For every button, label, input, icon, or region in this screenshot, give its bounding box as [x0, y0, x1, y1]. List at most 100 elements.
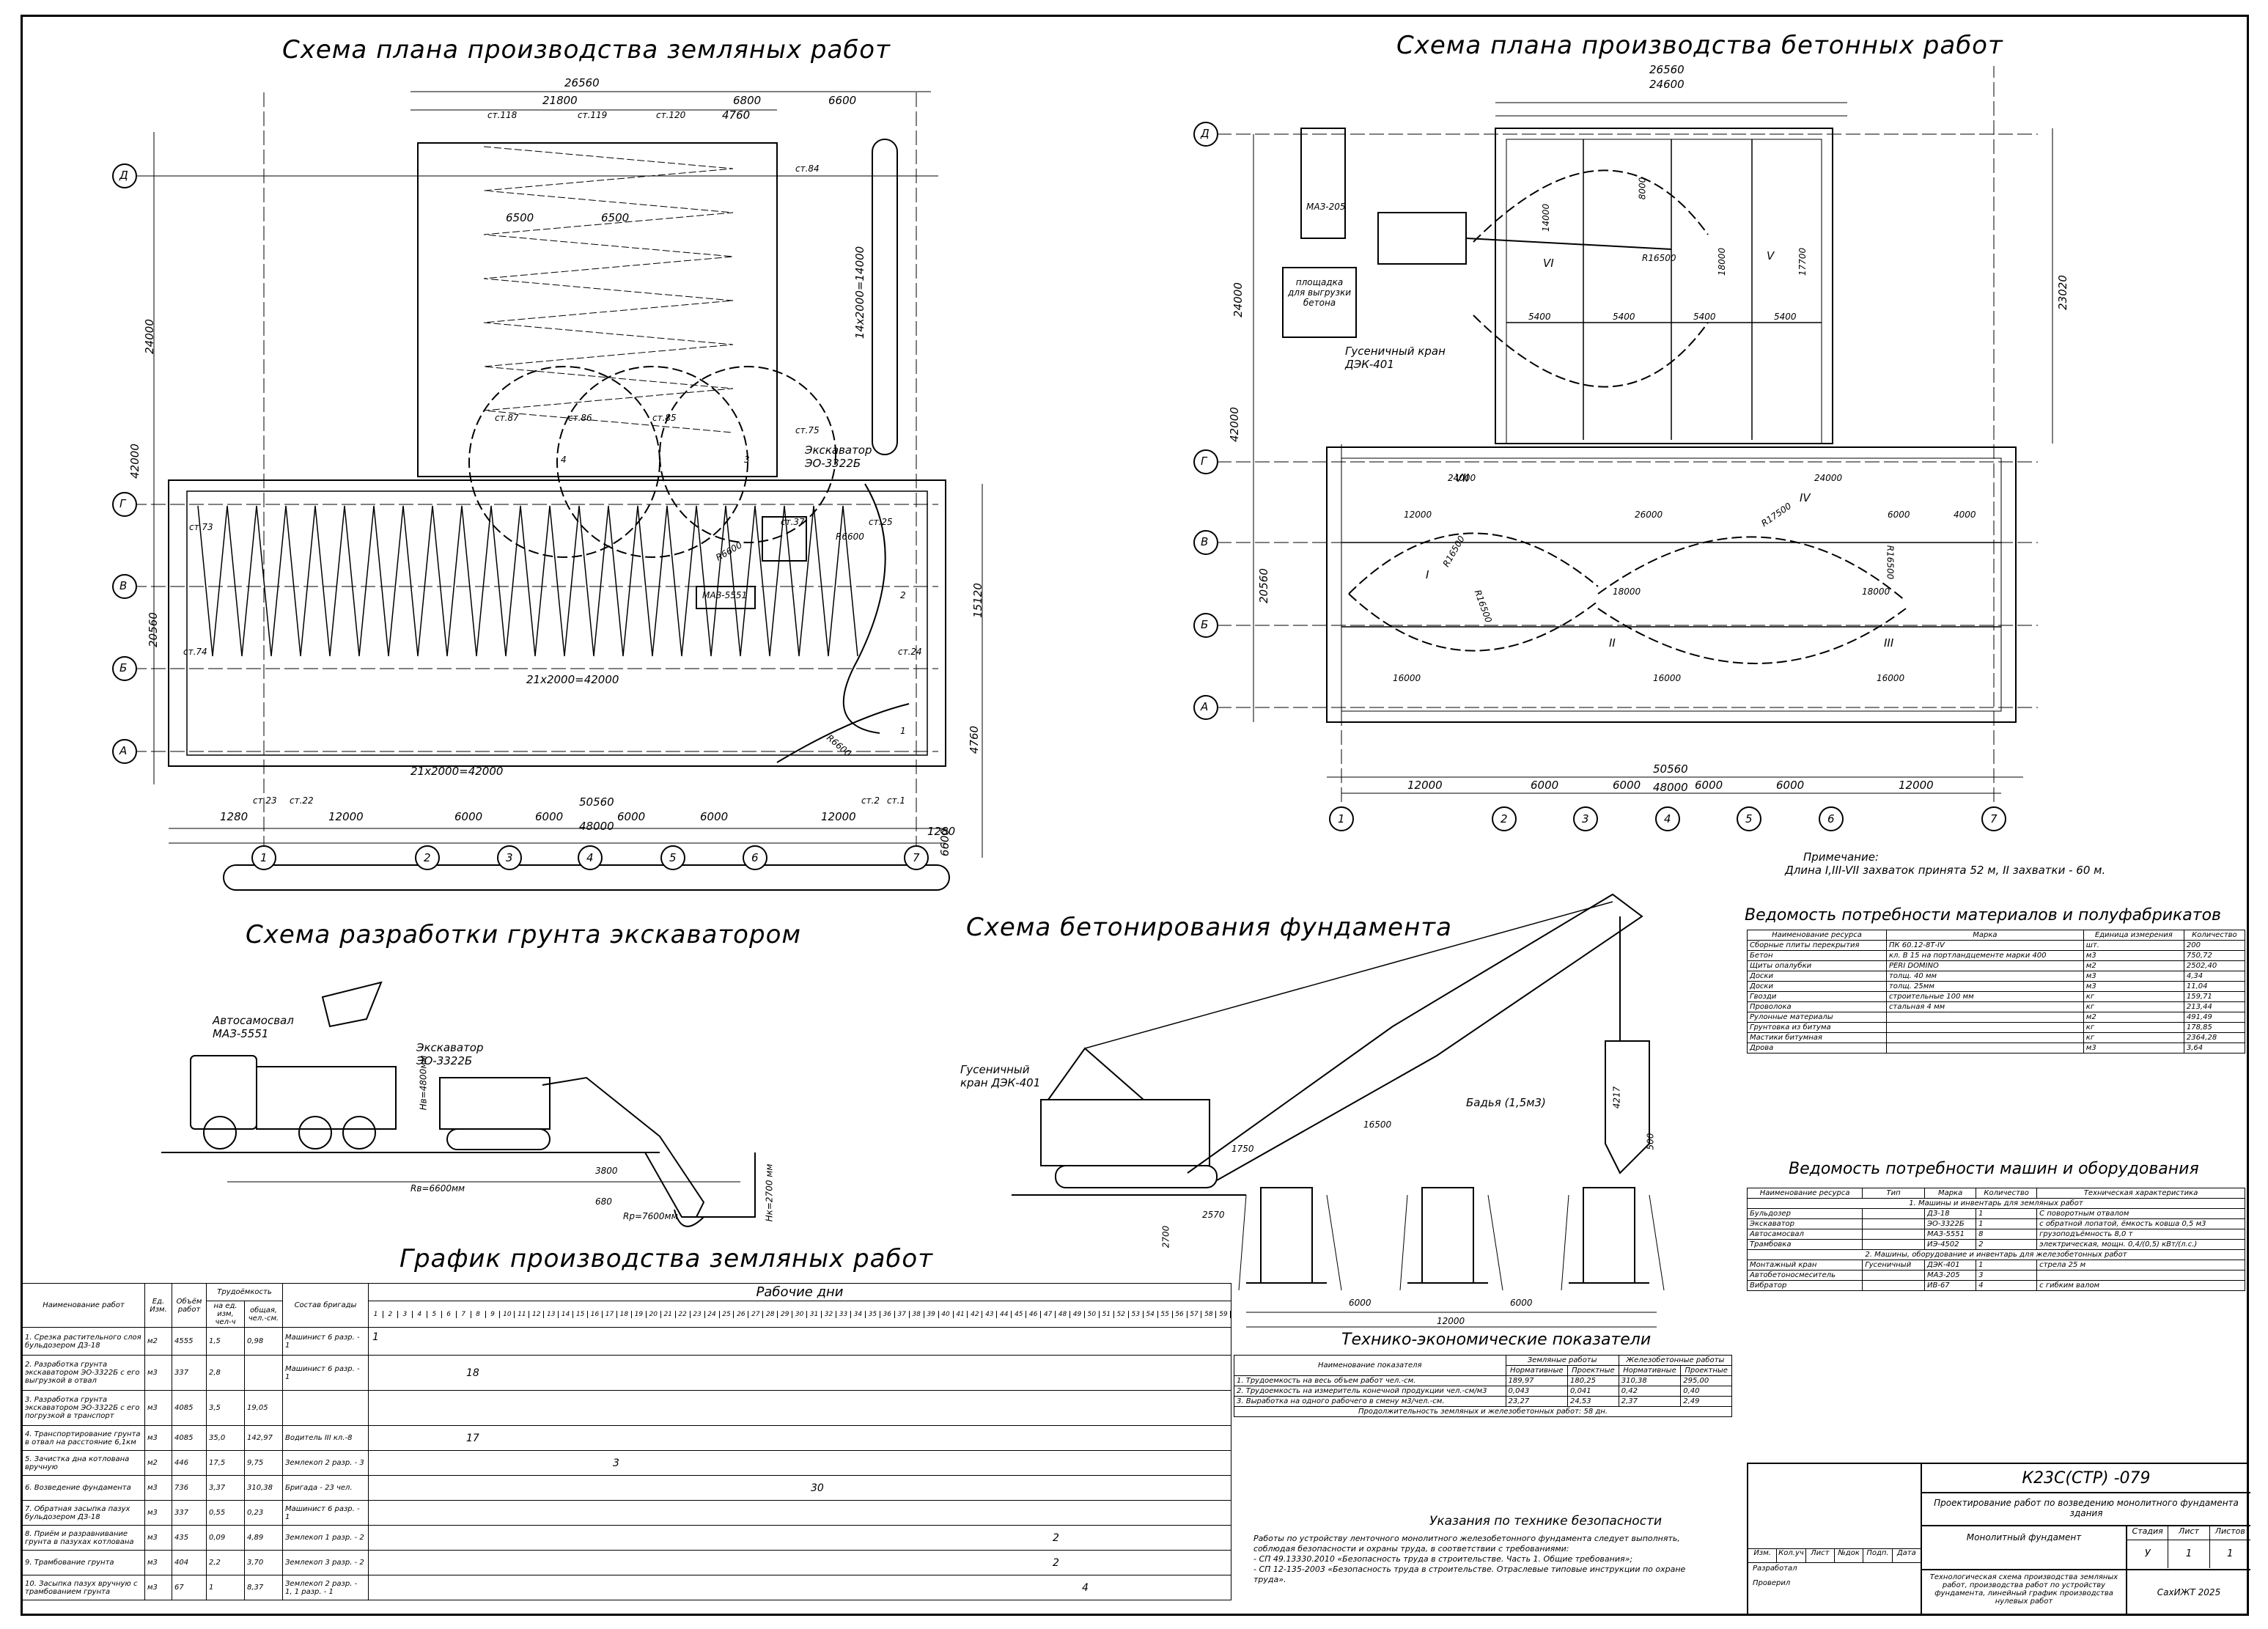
stamp-object: Монолитный фундамент [1921, 1526, 2126, 1570]
concreting-bucket-label: Бадья (1,5м3) [1466, 1096, 1546, 1109]
stamp-col: Лист [1806, 1549, 1835, 1562]
cell: 0,40 [1680, 1386, 1732, 1397]
earth-dim-26560: 26560 [564, 76, 600, 89]
cell: грузоподъёмность 8,0 т [2036, 1229, 2245, 1240]
concrete-inner-16000b: 16000 [1653, 673, 1682, 683]
cell: 7. Обратная засыпка пазух бульдозером ДЗ… [22, 1500, 145, 1526]
cell: Водитель III кл.-8 [282, 1425, 369, 1451]
day-number: 2 [383, 1310, 398, 1318]
cell: Машинист 6 разр. - 1 [282, 1500, 369, 1526]
day-number: 36 [880, 1310, 895, 1318]
gantt-bar-label: 2 [1053, 1531, 1059, 1544]
cell: электрическая, мощн. 0,4/(0,5) кВт/(л.с.… [2036, 1239, 2245, 1250]
cell: Вибратор [1746, 1280, 1863, 1291]
zone-vii: VII [1455, 471, 1470, 485]
earth-dim-21800: 21800 [542, 94, 578, 107]
tep-header-earth: Земляные работы [1505, 1355, 1619, 1366]
concrete-axis-7: 7 [1990, 812, 1998, 825]
station-87: ст.87 [495, 413, 519, 423]
gantt-cell: 4 [368, 1575, 1231, 1600]
cell: 23,27 [1505, 1396, 1569, 1407]
schedule-header-name: Наименование работ [22, 1283, 145, 1328]
day-number: 25 [720, 1310, 734, 1318]
cell: 1 [1976, 1218, 2038, 1229]
cell: 4,89 [244, 1525, 283, 1551]
cell: Автобетоносмеситель [1746, 1270, 1863, 1281]
cell: 2,2 [206, 1550, 245, 1575]
table-row: 1. Трудоемкость на весь объем работ чел.… [1234, 1375, 1732, 1386]
station-120: ст.120 [656, 110, 686, 120]
cell [1862, 1218, 1925, 1229]
cell: Доски [1747, 981, 1887, 992]
day-number: 17 [603, 1310, 617, 1318]
cell: м2 [144, 1327, 172, 1356]
excavator-dim-680: 680 [595, 1196, 612, 1207]
stamp-stage-header: Стадия [2127, 1526, 2169, 1540]
gantt-cell: 1 [368, 1327, 1231, 1356]
machines-header-mark: Марка [1923, 1188, 1977, 1199]
zone-iii: III [1884, 636, 1894, 650]
cell: Машинист 6 разр. - 1 [282, 1327, 369, 1356]
cell: 404 [172, 1550, 207, 1575]
day-number: 14 [559, 1310, 574, 1318]
zone-vi: VI [1543, 257, 1554, 270]
drawing-frame [21, 15, 2249, 1616]
day-number: 5 [427, 1310, 442, 1318]
day-number: 54 [1144, 1310, 1158, 1318]
day-number: 50 [1085, 1310, 1100, 1318]
concrete-inner-4000: 4000 [1954, 510, 1976, 520]
concrete-crane-label: Гусеничный кран ДЭК-401 [1345, 345, 1446, 371]
concrete-note-title: Примечание: [1803, 850, 1879, 864]
cell [1862, 1239, 1925, 1250]
safety-text: Работы по устройству ленточного монолитн… [1253, 1534, 1737, 1585]
day-number: 57 [1188, 1310, 1202, 1318]
day-number: 37 [895, 1310, 910, 1318]
tep-header-proj: Проектные [1567, 1365, 1619, 1376]
concrete-radius-5: R16500 [1885, 545, 1896, 580]
cell: Рулонные материалы [1747, 1012, 1887, 1023]
table-row: 2. Трудоемкость на измеритель конечной п… [1234, 1386, 1732, 1397]
concrete-inner-18000: 18000 [1717, 247, 1728, 276]
cell: 0,42 [1618, 1386, 1682, 1397]
cell: МАЗ-5551 [1923, 1229, 1977, 1240]
cell: шт. [2083, 940, 2184, 951]
day-number: 34 [851, 1310, 866, 1318]
cell: 0,041 [1567, 1386, 1619, 1397]
cell: 0,23 [244, 1500, 283, 1526]
materials-header-mark: Марка [1885, 930, 2084, 941]
earth-dim-48000: 48000 [579, 820, 614, 833]
cell: 3. Разработка грунта экскаватором ЭО-332… [22, 1390, 145, 1426]
cell: 3,5 [206, 1390, 245, 1426]
day-number: 19 [632, 1310, 647, 1318]
excavator-dim-hv: Нв=4800мм [418, 1055, 429, 1111]
cell: м3 [144, 1550, 172, 1575]
stamp-role-developer: Разработал [1753, 1564, 1797, 1573]
day-number: 53 [1129, 1310, 1144, 1318]
earth-axis-v: В [119, 579, 128, 592]
gantt-cell: 30 [368, 1475, 1231, 1501]
cell: Землекоп 2 разр. - 3 [282, 1450, 369, 1476]
concreting-dim-6000a: 6000 [1349, 1298, 1372, 1308]
earth-radius-2: R6600 [836, 532, 864, 542]
schedule-header-unit-labor: на ед. изм, чел-ч [206, 1301, 245, 1328]
cell: 0,55 [206, 1500, 245, 1526]
excavator-scheme-truck-label: Автосамосвал МАЗ-5551 [213, 1014, 294, 1040]
concrete-inner-18000a: 18000 [1613, 586, 1641, 597]
concrete-inner-16000c: 16000 [1877, 673, 1905, 683]
cell: 24,53 [1567, 1396, 1619, 1407]
day-number: 58 [1201, 1310, 1217, 1318]
stamp-col: Кол.уч [1777, 1549, 1806, 1562]
zone-ii: II [1609, 636, 1616, 650]
tep-table: Наименование показателя Земляные работы … [1234, 1355, 1733, 1417]
gantt-bar-label: 3 [613, 1457, 619, 1469]
station-22: ст.22 [290, 795, 314, 806]
cell: 4,34 [2183, 971, 2246, 982]
day-number: 56 [1173, 1310, 1188, 1318]
day-number: 21 [661, 1310, 676, 1318]
stamp-project: Проектирование работ по возведению монол… [1921, 1493, 2250, 1526]
cell: 213,44 [2183, 1001, 2246, 1012]
